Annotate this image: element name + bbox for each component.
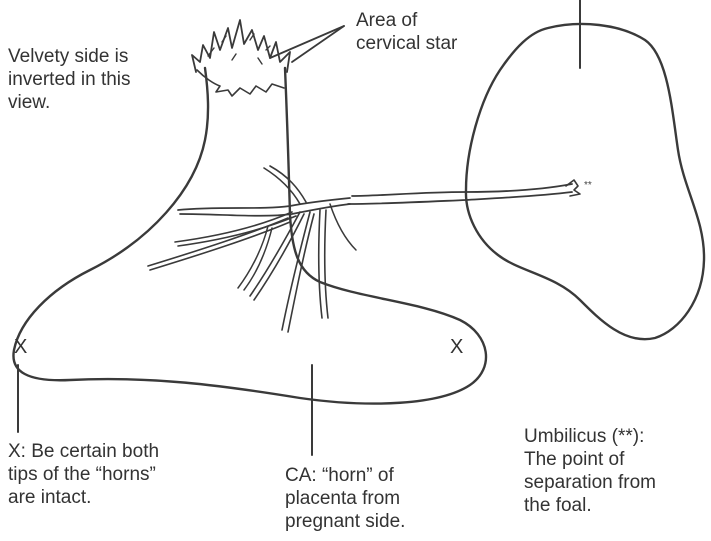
vessel-branch-e <box>319 210 328 318</box>
cervical-star-pointer-1 <box>270 26 344 58</box>
cervical-star-line-2: cervical star <box>356 32 457 55</box>
umbilical-cord-upper <box>352 184 572 196</box>
vessel-branch-d <box>282 212 314 332</box>
umbilicus-note-line-3: separation from <box>524 471 656 494</box>
umbilicus-note-line-1: Umbilicus (**): <box>524 425 656 448</box>
vessel-main-2 <box>180 204 350 216</box>
x-note-line-1: X: Be certain both <box>8 440 159 463</box>
cervical-star-line-1: Area of <box>356 9 457 32</box>
umbilicus-note-label: Umbilicus (**): The point of separation … <box>524 425 656 517</box>
cervical-star-label: Area of cervical star <box>356 9 457 55</box>
velvety-side-label: Velvety side is inverted in this view. <box>8 45 131 114</box>
x-marker-right: X <box>450 336 463 359</box>
cervical-star-pointer-2 <box>292 26 344 62</box>
umbilicus-note-line-2: The point of <box>524 448 656 471</box>
placenta-body-outline <box>13 68 486 404</box>
ca-note-line-3: pregnant side. <box>285 510 405 533</box>
cervical-star-inner-top <box>208 34 270 64</box>
x-note-line-2: tips of the “horns” <box>8 463 159 486</box>
umbilicus-note-line-4: the foal. <box>524 494 656 517</box>
velvety-side-line-2: inverted in this <box>8 68 131 91</box>
cervical-star-inner-left <box>197 70 284 96</box>
vessel-branch-g <box>330 204 356 250</box>
vessel-branch-a <box>175 212 296 246</box>
cervical-star-edge <box>192 20 290 72</box>
ca-note-line-1: CA: “horn” of <box>285 464 405 487</box>
ca-note-line-2: placenta from <box>285 487 405 510</box>
umbilical-cord-lower <box>348 192 572 204</box>
vessel-upper <box>264 166 306 204</box>
velvety-side-line-1: Velvety side is <box>8 45 131 68</box>
velvety-side-line-3: view. <box>8 91 131 114</box>
umbilicus-stars: ** <box>584 180 592 191</box>
ca-note-label: CA: “horn” of placenta from pregnant sid… <box>285 464 405 533</box>
x-marker-left: X <box>14 336 27 359</box>
umbilicus-end <box>566 180 580 196</box>
x-note-line-3: are intact. <box>8 486 159 509</box>
x-note-label: X: Be certain both tips of the “horns” a… <box>8 440 159 509</box>
